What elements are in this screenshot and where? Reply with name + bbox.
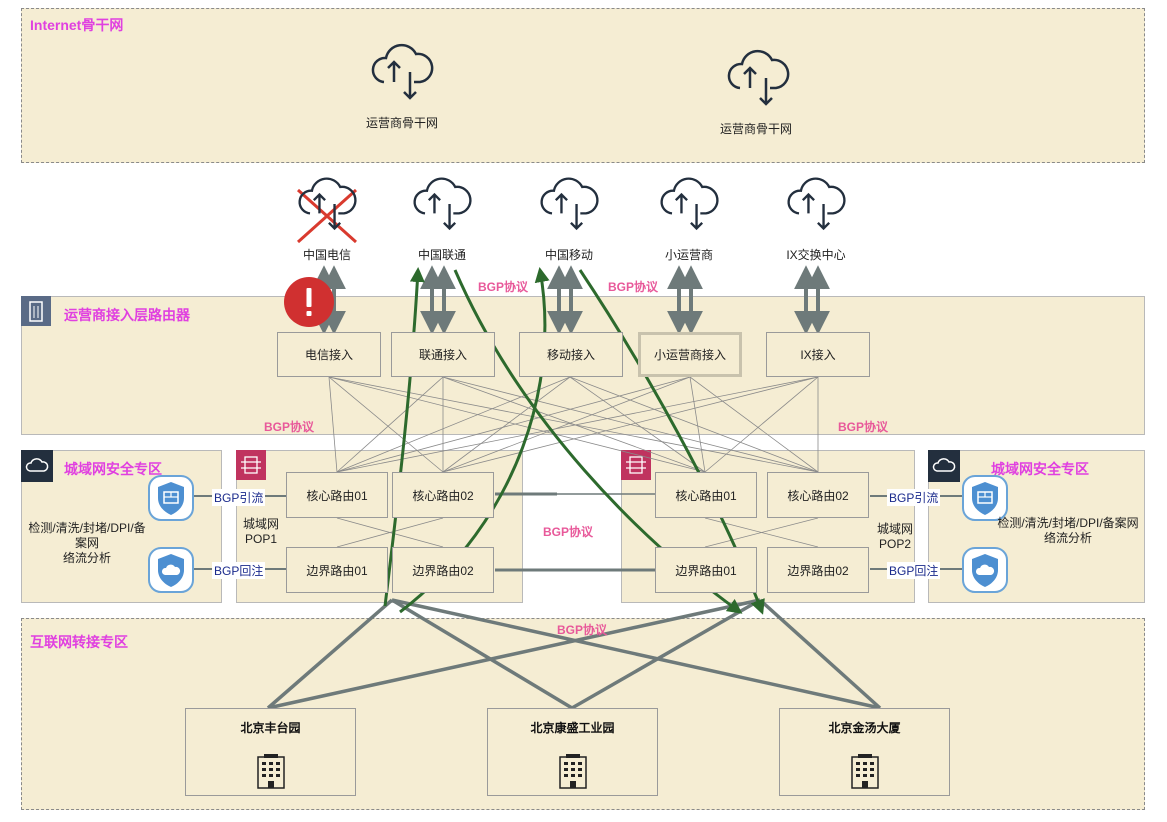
internet-backbone-title: Internet骨干网 — [30, 17, 124, 33]
pop2-core-router-02: 核心路由02 — [767, 472, 869, 518]
access-router-ix: IX接入 — [766, 332, 870, 377]
security-desc-right-line1: 检测/清洗/封堵/DPI/备案网 — [997, 516, 1139, 530]
pop1-router-icon — [236, 450, 266, 480]
site-jintang-label: 北京金汤大厦 — [828, 721, 901, 735]
pop2-label-line1: 城域网 — [876, 522, 913, 536]
pop2-core-router-01: 核心路由01 — [655, 472, 757, 518]
access-router-mobile: 移动接入 — [519, 332, 623, 377]
carrier-label-mobile: 中国移动 — [544, 248, 593, 262]
bgp-divert-label-right: BGP引流 — [887, 489, 941, 506]
pop2-router-icon — [621, 450, 651, 480]
bgp-divert-label-left: BGP引流 — [212, 489, 266, 506]
cloud-upload-icon — [727, 49, 790, 106]
firewall-shield-icon — [148, 475, 194, 521]
cloud-zone-icon-right — [928, 450, 960, 482]
carrier-label-small: 小运营商 — [664, 248, 713, 262]
pop1-edge-router-01: 边界路由01 — [286, 547, 388, 593]
security-desc-right: 检测/清洗/封堵/DPI/备案网 络流分析 — [993, 516, 1143, 546]
security-zone-right-title: 城域网安全专区 — [991, 461, 1089, 477]
bgp-label: BGP协议 — [838, 420, 889, 434]
cloud-shield-icon — [148, 547, 194, 593]
site-kangsheng-label: 北京康盛工业园 — [530, 721, 615, 735]
cloud-upload-icon — [371, 43, 434, 100]
pop2-label-line2: POP2 — [878, 537, 911, 551]
bgp-label: BGP协议 — [264, 420, 315, 434]
security-zone-left-title: 城域网安全专区 — [64, 461, 162, 477]
pop1-label: 城域网 POP1 — [238, 517, 284, 547]
cloud-upload-icon — [540, 177, 599, 231]
pop2-edge-router-01: 边界路由01 — [655, 547, 757, 593]
bgp-label: BGP协议 — [557, 623, 608, 637]
cloud-shield-icon — [962, 547, 1008, 593]
bgp-reinject-label-left: BGP回注 — [212, 562, 266, 579]
cloud-upload-icon — [660, 177, 719, 231]
cloud-upload-icon — [413, 177, 472, 231]
access-router-telecom: 电信接入 — [277, 332, 381, 377]
security-desc-left-line1: 检测/清洗/封堵/DPI/备案网 — [28, 521, 146, 550]
backbone-label-1: 运营商骨干网 — [365, 116, 438, 130]
access-layer-title: 运营商接入层路由器 — [64, 307, 190, 323]
pop1-core-router-01: 核心路由01 — [286, 472, 388, 518]
security-desc-left: 检测/清洗/封堵/DPI/备案网 络流分析 — [24, 521, 150, 566]
office-building-icon — [559, 754, 587, 789]
firewall-shield-icon — [962, 475, 1008, 521]
bgp-label: BGP协议 — [478, 280, 529, 294]
site-jintang: 北京金汤大厦 — [779, 708, 950, 796]
access-router-unicom: 联通接入 — [391, 332, 495, 377]
pop1-edge-router-02: 边界路由02 — [392, 547, 494, 593]
alert-icon — [284, 277, 334, 327]
office-building-icon — [851, 754, 879, 789]
bgp-reinject-label-right: BGP回注 — [887, 562, 941, 579]
carrier-label-telecom: 中国电信 — [302, 248, 351, 262]
cloud-upload-icon — [787, 177, 846, 231]
internet-backbone-zone — [21, 8, 1145, 163]
cloud-zone-icon-left — [21, 450, 53, 482]
site-fengtai-label: 北京丰台园 — [240, 721, 301, 735]
carrier-label-unicom: 中国联通 — [417, 248, 466, 262]
site-fengtai: 北京丰台园 — [185, 708, 356, 796]
pop1-label-line1: 城域网 — [242, 517, 279, 531]
cloud-upload-icon — [298, 177, 357, 231]
pop1-label-line2: POP1 — [244, 532, 277, 546]
site-kangsheng: 北京康盛工业园 — [487, 708, 658, 796]
pop1-core-router-02: 核心路由02 — [392, 472, 494, 518]
transit-zone-title: 互联网转接专区 — [30, 634, 128, 650]
backbone-label-2: 运营商骨干网 — [719, 122, 792, 136]
carrier-label-ix: IX交换中心 — [786, 248, 846, 262]
bgp-label: BGP协议 — [608, 280, 659, 294]
access-router-small: 小运营商接入 — [638, 332, 742, 377]
security-desc-right-line2: 络流分析 — [1043, 531, 1092, 545]
security-desc-left-line2: 络流分析 — [62, 551, 111, 565]
building-zone-icon — [21, 296, 51, 326]
pop2-edge-router-02: 边界路由02 — [767, 547, 869, 593]
pop2-label: 城域网 POP2 — [872, 522, 918, 552]
bgp-label: BGP协议 — [543, 525, 594, 539]
office-building-icon — [257, 754, 285, 789]
